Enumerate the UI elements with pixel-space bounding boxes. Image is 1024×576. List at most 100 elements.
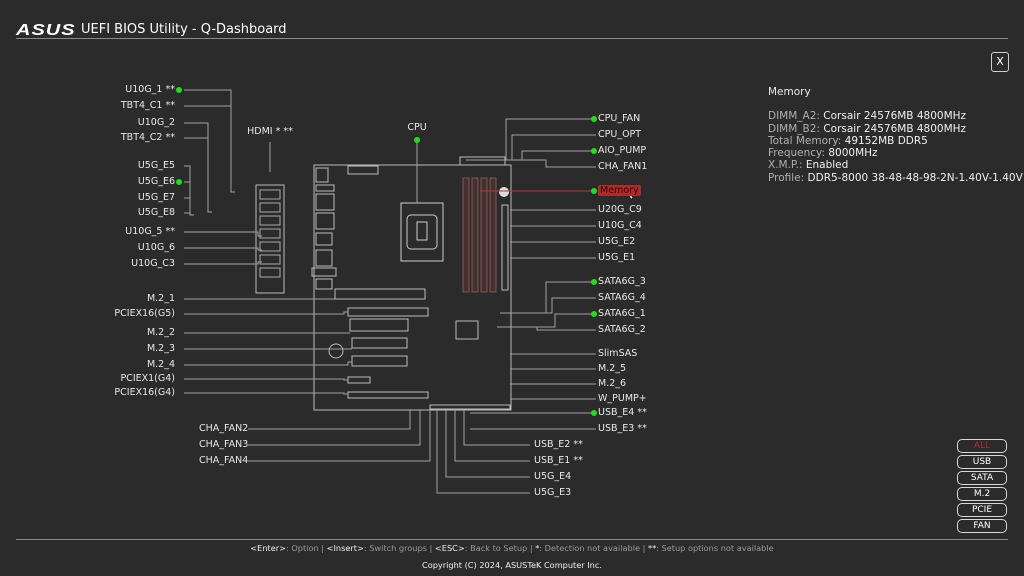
label-u5g-e5[interactable]: U5G_E5 xyxy=(138,160,183,172)
label-usb-e3[interactable]: USB_E3 ** xyxy=(590,423,647,435)
hint-key: <ESC> xyxy=(434,543,465,553)
label-m-2-4[interactable]: M.2_4 xyxy=(147,359,183,371)
info-value: 8000MHz xyxy=(828,147,878,160)
label-u5g-e6[interactable]: U5G_E6 xyxy=(138,176,183,188)
dimm-slot xyxy=(471,177,479,293)
label-text: U10G_5 ** xyxy=(125,226,175,237)
asus-logo: ASUS xyxy=(16,21,76,39)
close-button[interactable]: X xyxy=(991,52,1009,72)
label-u10g-6[interactable]: U10G_6 xyxy=(138,242,183,254)
label-cha-fan[interactable]: CHA_FAN4 xyxy=(199,455,249,466)
io-connector xyxy=(259,215,281,226)
label-u5g-e1[interactable]: U5G_E1 xyxy=(590,252,635,264)
io-connector xyxy=(259,202,281,213)
label-sata6g-1[interactable]: SATA6G_1 xyxy=(590,308,646,320)
hint-separator: | xyxy=(527,543,536,553)
connector-line xyxy=(184,165,194,216)
label-cpu-fan[interactable]: CPU_FAN xyxy=(590,113,640,125)
label-u10g-c4[interactable]: U10G_C4 xyxy=(590,220,642,232)
label-text: HDMI * ** xyxy=(247,126,293,137)
io-port xyxy=(315,184,335,192)
label-m-2-3[interactable]: M.2_3 xyxy=(147,343,183,355)
label-u10g-5[interactable]: U10G_5 ** xyxy=(125,226,183,238)
label-cha-fan[interactable]: CHA_FAN2 xyxy=(199,423,249,434)
label-usb[interactable]: USB_E2 ** xyxy=(534,439,583,450)
dimm-slot xyxy=(462,177,470,293)
label-u10g-2[interactable]: U10G_2 xyxy=(138,117,183,129)
label-usb[interactable]: U5G_E3 xyxy=(534,487,572,498)
label-cha-fan[interactable]: CHA_FAN3 xyxy=(199,439,249,450)
label-pciex16-g5[interactable]: PCIEX16(G5) xyxy=(114,308,183,320)
info-key: Frequency: xyxy=(768,147,829,160)
chipset xyxy=(455,320,479,340)
detected-dot-icon xyxy=(591,310,597,317)
label-usb[interactable]: USB_E1 ** xyxy=(534,455,583,466)
filter-fan[interactable]: FAN xyxy=(957,519,1007,533)
detected-dot-icon xyxy=(591,147,597,154)
top-headers xyxy=(459,156,506,166)
label-sata6g-3[interactable]: SATA6G_3 xyxy=(590,276,646,288)
label-cpu-opt[interactable]: CPU_OPT xyxy=(590,129,641,141)
label-text: U5G_E7 xyxy=(137,192,175,203)
label-aio-pump[interactable]: AIO_PUMP xyxy=(590,145,646,157)
label-usb[interactable]: U5G_E4 xyxy=(534,471,572,482)
label-m-2-1[interactable]: M.2_1 xyxy=(147,293,183,305)
detected-dot-icon xyxy=(591,409,597,416)
memory-marker xyxy=(499,187,509,197)
label-tbt4-c2[interactable]: TBT4_C2 ** xyxy=(121,132,183,144)
filter-sata[interactable]: SATA xyxy=(957,471,1007,485)
filter-m2[interactable]: M.2 xyxy=(957,487,1007,501)
key-hints: <Enter>: Option | <Insert>: Switch group… xyxy=(0,543,1024,553)
label-cha-fan1[interactable]: CHA_FAN1 xyxy=(590,161,647,173)
io-port xyxy=(315,193,335,211)
hint-desc: : Setup options not available xyxy=(656,543,774,553)
label-u5g-e8[interactable]: U5G_E8 xyxy=(138,207,183,219)
connector-line xyxy=(466,118,596,161)
label-sata6g-4[interactable]: SATA6G_4 xyxy=(590,292,646,304)
filter-all[interactable]: ALL xyxy=(957,439,1007,453)
info-row: X.M.P.: Enabled xyxy=(768,159,1023,171)
label-u20g-c9[interactable]: U20G_C9 xyxy=(590,204,642,216)
label-text: Memory xyxy=(598,185,641,196)
label-cpu[interactable]: CPU xyxy=(387,122,447,146)
label-m-2-5[interactable]: M.2_5 xyxy=(590,363,626,375)
label-sata6g-2[interactable]: SATA6G_2 xyxy=(590,324,646,336)
connector-line xyxy=(184,105,235,193)
connector-line xyxy=(497,326,596,331)
expansion-slot xyxy=(351,337,408,349)
connector-line xyxy=(470,150,596,161)
label-memory[interactable]: Memory xyxy=(590,185,641,197)
label-pciex16-g4[interactable]: PCIEX16(G4) xyxy=(114,387,183,399)
label-u10g-1[interactable]: U10G_1 ** xyxy=(125,84,183,96)
label-hdmi[interactable]: HDMI * ** xyxy=(240,126,300,150)
label-pciex1-g4[interactable]: PCIEX1(G4) xyxy=(120,373,183,385)
label-text: SlimSAS xyxy=(598,348,638,359)
label-slimsas[interactable]: SlimSAS xyxy=(590,348,637,360)
label-text: TBT4_C1 ** xyxy=(120,100,175,111)
detected-dot-icon xyxy=(176,86,182,93)
label-text: U10G_6 xyxy=(137,242,175,253)
hint-key: <Enter> xyxy=(250,543,286,553)
label-u10g-c3[interactable]: U10G_C3 xyxy=(131,258,183,270)
connector-line xyxy=(184,247,262,251)
io-port xyxy=(315,167,329,183)
label-text: USB_E3 ** xyxy=(598,423,647,434)
label-text: U10G_C3 xyxy=(131,258,175,269)
connector-line xyxy=(184,361,352,366)
label-text: U10G_1 ** xyxy=(125,84,175,95)
filter-usb[interactable]: USB xyxy=(957,455,1007,469)
label-w-pump[interactable]: W_PUMP+ xyxy=(590,393,647,405)
info-row: Profile: DDR5-8000 38-48-48-98-2N-1.40V-… xyxy=(768,172,1023,184)
label-tbt4-c1[interactable]: TBT4_C1 ** xyxy=(121,100,183,112)
label-u5g-e2[interactable]: U5G_E2 xyxy=(590,236,635,248)
connector-line xyxy=(184,261,262,265)
label-text: M.2_5 xyxy=(598,363,627,374)
label-m-2-6[interactable]: M.2_6 xyxy=(590,378,626,390)
label-usb-e4[interactable]: USB_E4 ** xyxy=(590,407,647,419)
info-value: DDR5-8000 38-48-48-98-2N-1.40V-1.40V xyxy=(807,171,1023,184)
label-u5g-e7[interactable]: U5G_E7 xyxy=(138,192,183,204)
filter-pcie[interactable]: PCIE xyxy=(957,503,1007,517)
hint-key: * xyxy=(535,543,540,553)
label-m-2-2[interactable]: M.2_2 xyxy=(147,327,183,339)
